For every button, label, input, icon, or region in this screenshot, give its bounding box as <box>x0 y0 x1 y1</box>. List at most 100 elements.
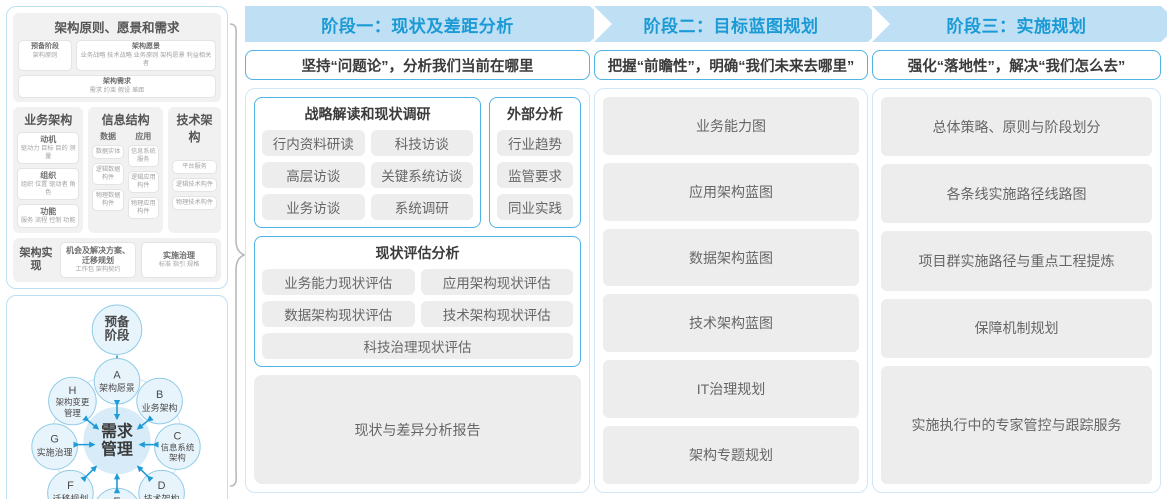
implementation-label: 架构实现 <box>19 247 53 273</box>
assessment-chip-0[interactable]: 业务能力现状评估 <box>262 269 415 295</box>
strategy-chip-5[interactable]: 系统调研 <box>370 194 473 220</box>
phase-3-item-2[interactable]: 项目群实施路径与重点工程提炼 <box>881 231 1152 291</box>
phase-1-header: 阶段一：现状及差距分析 <box>245 6 608 42</box>
external-chip-0[interactable]: 行业趋势 <box>497 130 573 156</box>
external-analysis-box[interactable]: 外部分析 行业趋势 监管要求 同业实践 <box>489 97 581 228</box>
information-structure-column: 信息结构 数据 数据实体 逻辑数据构件 物理数据构件 应用 信息系统服务 逻辑应… <box>88 106 163 233</box>
implementation-governance-sub: 标准 指引 规格 <box>158 261 200 268</box>
phase-1-top-split: 战略解读和现状调研 行内资料研读 科技访谈 高层访谈 关键系统访谈 业务访谈 系… <box>254 97 581 228</box>
adm-node-B-key: B <box>156 389 163 401</box>
adm-center-line2: 管理 <box>101 440 133 459</box>
technology-item-2: 物理技术构件 <box>171 195 218 210</box>
phase-2-column: 阶段二：目标蓝图规划 把握“前瞻性”，明确“我们未来去哪里” 业务能力图 应用架… <box>594 6 886 493</box>
assessment-chip-3[interactable]: 技术架构现状评估 <box>420 301 573 327</box>
preliminary-phase-sub: 架构原则 <box>32 51 58 59</box>
phase-2-item-3[interactable]: 技术架构蓝图 <box>603 294 859 353</box>
adm-node-C-label2: 架构 <box>169 453 186 463</box>
adm-cycle-diagram: 预备 阶段 需求 管理 A 架构愿景 B 业务架构 C <box>31 304 201 499</box>
strategy-chip-3[interactable]: 关键系统访谈 <box>370 162 473 188</box>
implementation-governance-box: 实施治理 标准 指引 规格 <box>141 242 217 279</box>
phase-3-item-4[interactable]: 实施执行中的专家管控与跟踪服务 <box>881 365 1152 485</box>
togaf-reference-column: 架构原则、愿景和需求 预备阶段 架构原则 架构愿景 业务战略 技术战略 业务原则… <box>6 6 228 499</box>
phase-2-item-4[interactable]: IT治理规划 <box>603 360 859 419</box>
technology-item-1-label: 逻辑技术构件 <box>175 180 214 188</box>
adm-node-H-key: H <box>69 385 77 397</box>
phase-2-item-5[interactable]: 架构专题规划 <box>603 426 859 484</box>
togaf-framework-card: 架构原则、愿景和需求 预备阶段 架构原则 架构愿景 业务战略 技术战略 业务原则… <box>6 6 228 290</box>
external-analysis-title: 外部分析 <box>507 106 563 122</box>
application-item-1: 逻辑应用构件 <box>127 170 159 193</box>
technology-item-0: 平台服务 <box>171 159 218 174</box>
implementation-governance-head: 实施治理 <box>163 251 195 260</box>
phase-2-item-1[interactable]: 应用架构蓝图 <box>603 162 859 221</box>
adm-node-D-label: 技术架构 <box>144 493 180 499</box>
togaf-title: 架构原则、愿景和需求 <box>54 21 180 35</box>
current-state-assessment-box[interactable]: 现状评估分析 业务能力现状评估 应用架构现状评估 数据架构现状评估 技术架构现状… <box>254 236 581 367</box>
adm-center-line1: 需求 <box>101 422 133 441</box>
application-item-0-label: 信息系统服务 <box>130 147 156 163</box>
adm-cycle-card: 预备 阶段 需求 管理 A 架构愿景 B 业务架构 C <box>6 295 228 499</box>
phase-1-slogan: 坚持“问题论”，分析我们当前在哪里 <box>245 50 590 80</box>
phase-2-item-2[interactable]: 数据架构蓝图 <box>603 228 859 287</box>
bracket-connector <box>229 23 246 487</box>
strategy-chip-4[interactable]: 业务访谈 <box>262 194 365 220</box>
data-item-0: 数据实体 <box>92 144 124 159</box>
adm-node-A-label: 架构愿景 <box>99 382 135 393</box>
current-state-assessment-title: 现状评估分析 <box>375 245 460 261</box>
strategy-research-box[interactable]: 战略解读和现状调研 行内资料研读 科技访谈 高层访谈 关键系统访谈 业务访谈 系… <box>254 97 481 228</box>
strategy-chip-2[interactable]: 高层访谈 <box>262 162 365 188</box>
phase-3-item-1[interactable]: 各条线实施路径线路图 <box>881 164 1152 224</box>
adm-node-C-key: C <box>173 431 181 443</box>
adm-node-H-label2: 管理 <box>64 408 81 418</box>
phase-3-slogan: 强化“落地性”，解决“我们怎么去” <box>872 50 1161 80</box>
architecture-requirements-head: 架构需求 <box>103 77 131 85</box>
external-chip-2[interactable]: 同业实践 <box>497 194 573 220</box>
strategy-research-title: 战略解读和现状调研 <box>304 106 431 122</box>
assessment-chip-2[interactable]: 数据架构现状评估 <box>262 301 415 327</box>
adm-node-C-label1: 信息系统 <box>161 443 195 453</box>
data-item-1-label: 逻辑数据构件 <box>95 165 121 181</box>
data-item-2-label: 物理数据构件 <box>95 191 121 207</box>
data-item-1: 逻辑数据构件 <box>92 162 124 185</box>
function-sub: 服务 流程 控制 功能 <box>20 216 76 224</box>
external-chip-1[interactable]: 监管要求 <box>497 162 573 188</box>
assessment-chip-1[interactable]: 应用架构现状评估 <box>420 269 573 295</box>
assessment-chip-4[interactable]: 科技治理现状评估 <box>262 333 573 359</box>
strategy-chip-0[interactable]: 行内资料研读 <box>262 130 365 156</box>
phase-2-item-0[interactable]: 业务能力图 <box>603 97 859 155</box>
phase-3-header: 阶段三：实施规划 <box>872 6 1167 42</box>
function-head: 功能 <box>40 206 57 216</box>
application-item-2-label: 物理应用构件 <box>130 199 156 215</box>
technology-architecture-head: 技术架构 <box>176 112 213 144</box>
adm-node-B-label: 业务架构 <box>142 402 178 413</box>
function-pill: 功能 服务 流程 控制 功能 <box>17 203 80 228</box>
phase-1-report[interactable]: 现状与差异分析报告 <box>254 375 581 484</box>
preliminary-phase-head: 预备阶段 <box>31 43 59 50</box>
strategy-chip-1[interactable]: 科技访谈 <box>370 130 473 156</box>
adm-node-D-key: D <box>158 480 166 492</box>
adm-preliminary-line1: 预备 <box>105 314 130 329</box>
phase-2-body: 业务能力图 应用架构蓝图 数据架构蓝图 技术架构蓝图 IT治理规划 架构专题规划 <box>594 88 868 493</box>
architecture-principles-band: 架构原则、愿景和需求 预备阶段 架构原则 架构愿景 业务战略 技术战略 业务原则… <box>13 13 221 102</box>
adm-node-G-label: 实施治理 <box>37 447 73 458</box>
architecture-domain-columns: 业务架构 动机 驱动力 目标 目的 测量 组织 组织 位置 驱动者 角色 功能 … <box>13 106 222 233</box>
architecture-requirements-sub: 需求 约束 假设 差距 <box>89 86 145 94</box>
adm-node-E-key: E <box>113 496 120 499</box>
opportunities-migration-sub: 工作包 架构契约 <box>75 266 121 273</box>
preliminary-phase-cell: 预备阶段 架构原则 <box>18 40 72 71</box>
technology-architecture-column: 技术架构 平台服务 逻辑技术构件 物理技术构件 <box>167 106 222 233</box>
phase-1-column: 阶段一：现状及差距分析 坚持“问题论”，分析我们当前在哪里 战略解读和现状调研 … <box>245 6 608 493</box>
adm-node-G-key: G <box>50 434 58 446</box>
organization-sub: 组织 位置 驱动者 角色 <box>20 180 76 196</box>
organization-pill: 组织 组织 位置 驱动者 角色 <box>17 167 80 200</box>
application-head: 应用 <box>135 131 152 141</box>
phase-3-item-0[interactable]: 总体策略、原则与阶段划分 <box>881 97 1152 157</box>
business-architecture-column: 业务架构 动机 驱动力 目标 目的 测量 组织 组织 位置 驱动者 角色 功能 … <box>13 106 84 233</box>
phase-3-item-3[interactable]: 保障机制规划 <box>881 298 1152 358</box>
technology-item-2-label: 物理技术构件 <box>175 198 214 206</box>
motivation-sub: 驱动力 目标 目的 测量 <box>20 144 76 160</box>
application-subcolumn: 应用 信息系统服务 逻辑应用构件 物理应用构件 <box>127 131 159 220</box>
architecture-vision-head: 架构愿景 <box>132 43 160 50</box>
adm-node-H-label1: 架构变更 <box>56 397 90 407</box>
motivation-head: 动机 <box>40 134 57 144</box>
